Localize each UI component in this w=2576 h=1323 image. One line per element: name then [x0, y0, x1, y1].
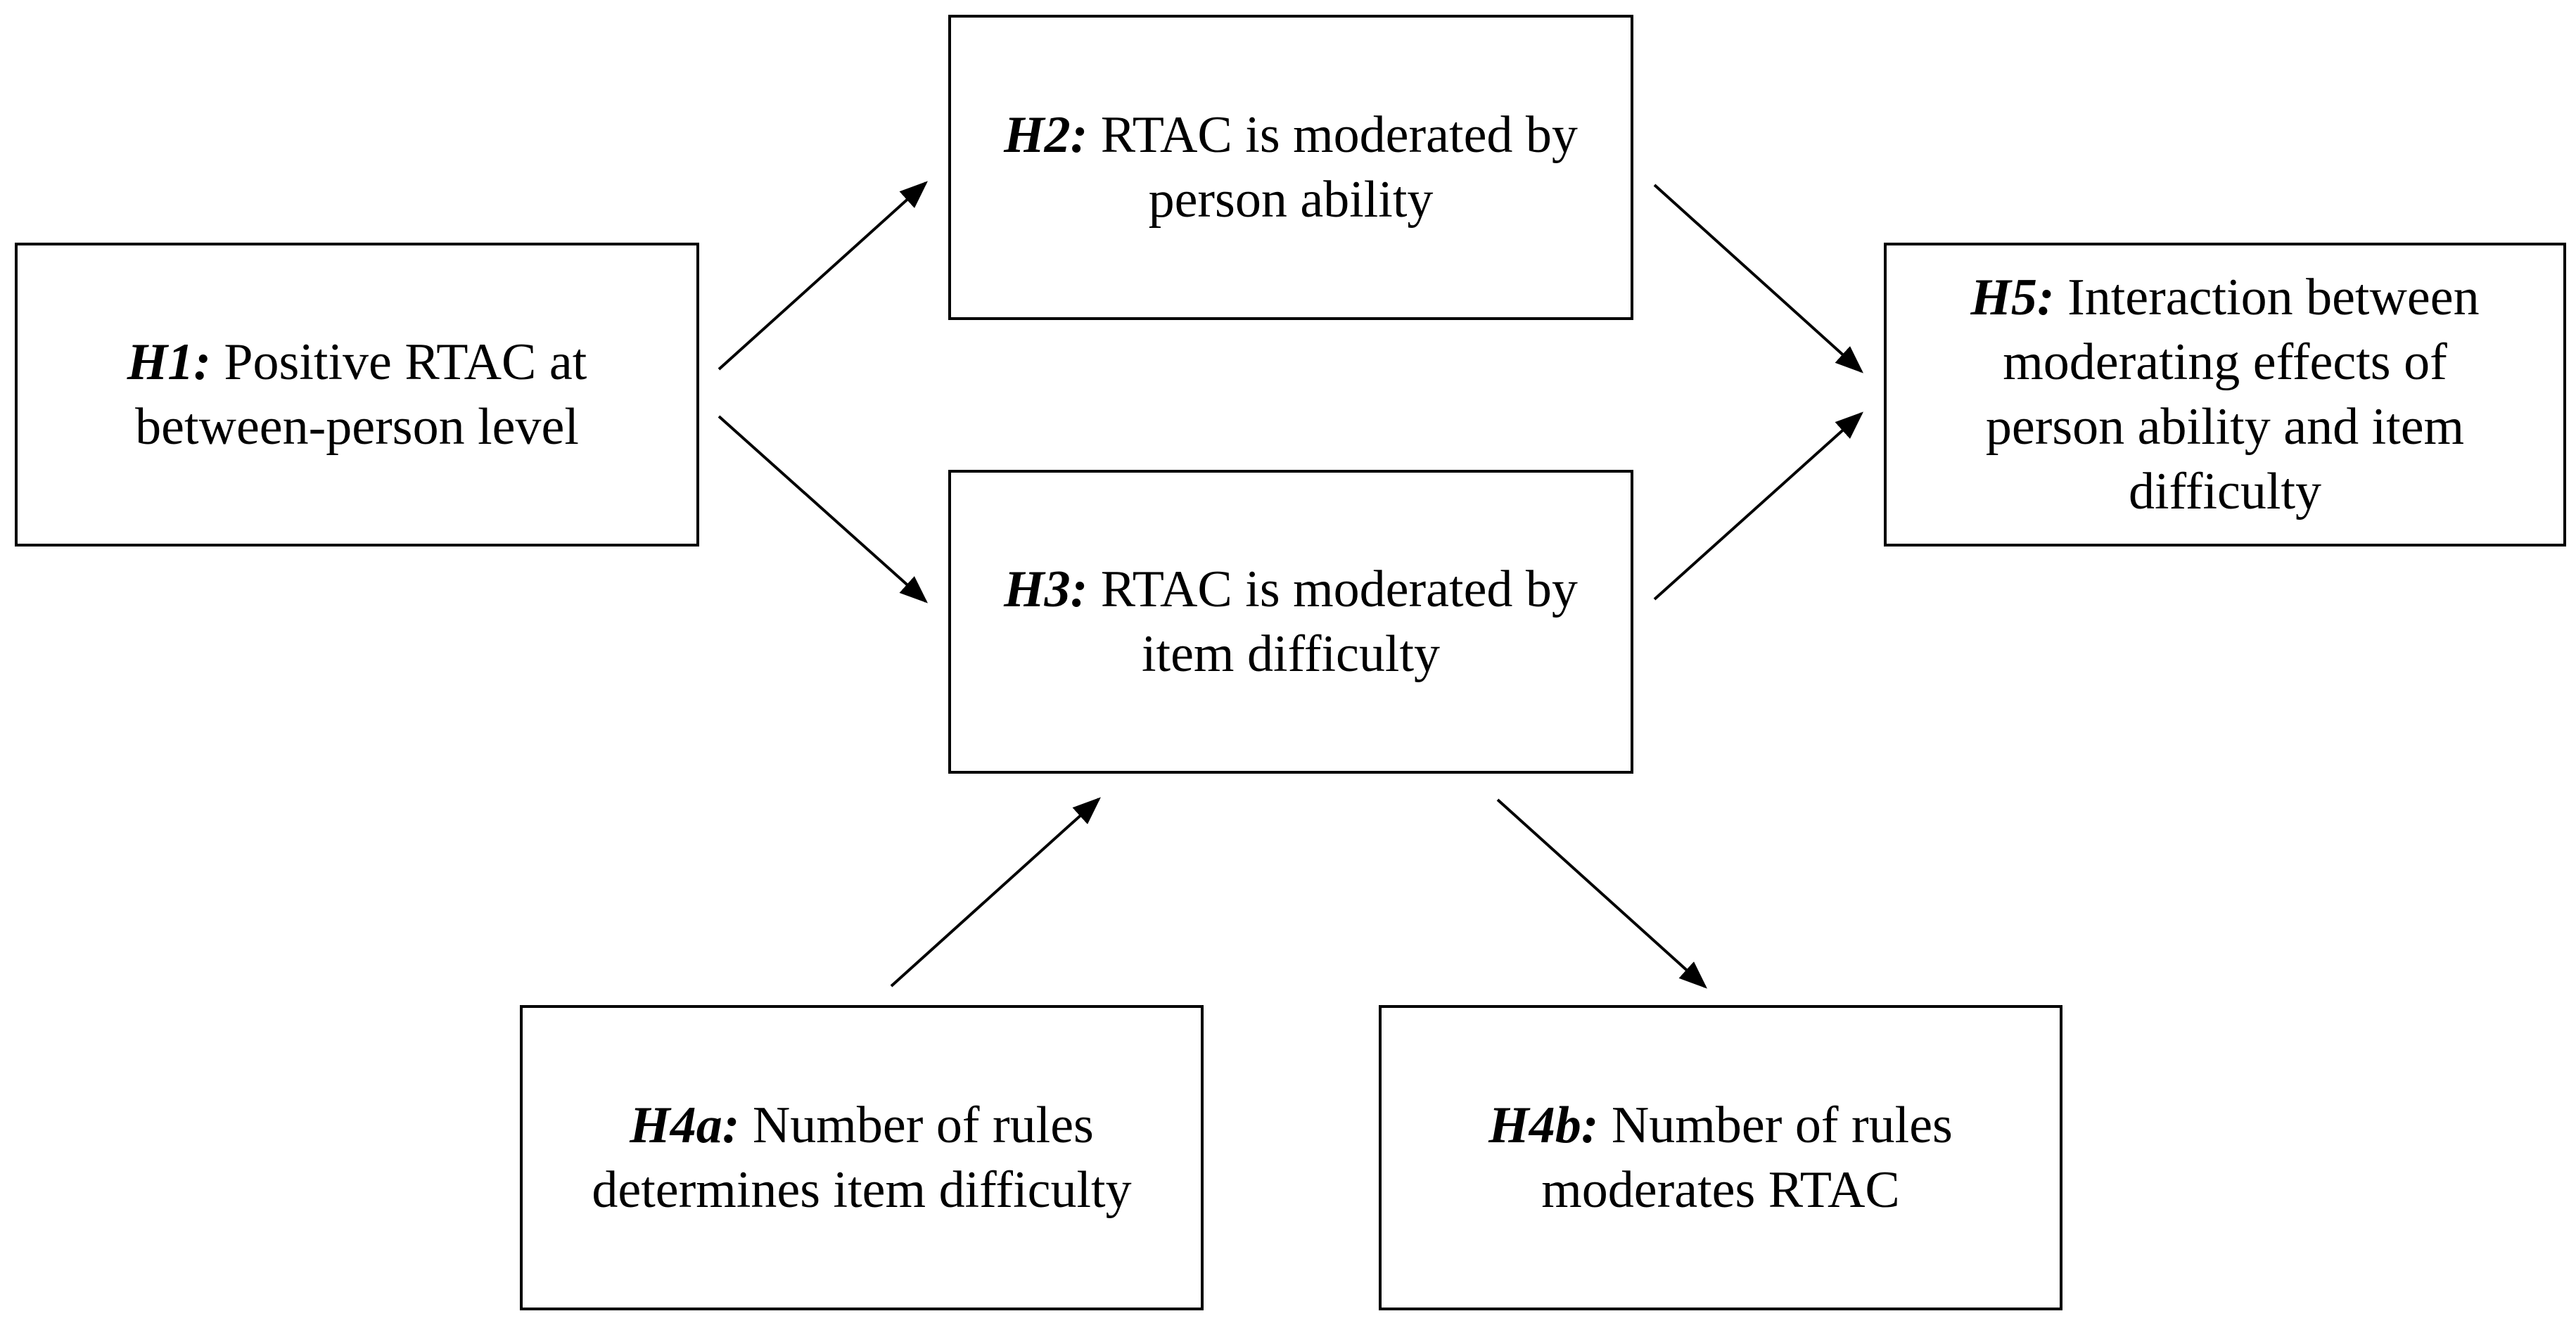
hypothesis-label-h4b: H4b: — [1488, 1097, 1599, 1154]
hypothesis-text-h5: H5: Interaction between moderating effec… — [1937, 265, 2513, 524]
hypothesis-label-h5: H5: — [1970, 269, 2055, 326]
hypothesis-statement-h4a: Number of rules determines item difficul… — [592, 1097, 1132, 1219]
arrow-h3-to-h4b — [1496, 798, 1707, 989]
hypothesis-text-h1: H1: Positive RTAC at between-person leve… — [90, 330, 625, 459]
hypothesis-label-h1: H1: — [127, 333, 211, 391]
hypothesis-text-h3: H3: RTAC is moderated by item difficulty — [1002, 557, 1579, 686]
hypothesis-box-h4a: H4a: Number of rules determines item dif… — [520, 1005, 1204, 1310]
arrow-h3-to-h5 — [1653, 411, 1863, 601]
hypothesis-statement-h2: RTAC is moderated by person ability — [1100, 106, 1578, 229]
hypothesis-box-h4b: H4b: Number of rules moderates RTAC — [1379, 1005, 2062, 1310]
hypothesis-text-h4b: H4b: Number of rules moderates RTAC — [1439, 1093, 2002, 1222]
arrow-h4a-to-h3 — [890, 797, 1101, 988]
hypothesis-label-h4a: H4a: — [630, 1097, 740, 1154]
hypothesis-box-h2: H2: RTAC is moderated by person ability — [948, 15, 1633, 320]
hypothesis-label-h2: H2: — [1004, 106, 1088, 164]
arrow-h2-to-h5 — [1653, 184, 1863, 373]
hypothesis-box-h1: H1: Positive RTAC at between-person leve… — [15, 243, 699, 547]
hypothesis-text-h2: H2: RTAC is moderated by person ability — [1002, 103, 1579, 232]
hypothesis-label-h3: H3: — [1004, 561, 1088, 618]
arrow-h1-to-h2 — [718, 181, 928, 371]
hypothesis-statement-h5: Interaction between moderating effects o… — [1985, 269, 2480, 520]
hypothesis-text-h4a: H4a: Number of rules determines item dif… — [545, 1093, 1178, 1222]
hypothesis-box-h3: H3: RTAC is moderated by item difficulty — [948, 470, 1633, 774]
arrow-h1-to-h3 — [718, 415, 928, 603]
hypothesis-statement-h1: Positive RTAC at between-person level — [135, 333, 587, 456]
hypothesis-statement-h4b: Number of rules moderates RTAC — [1541, 1097, 1953, 1219]
hypothesis-box-h5: H5: Interaction between moderating effec… — [1884, 243, 2566, 547]
hypothesis-statement-h3: RTAC is moderated by item difficulty — [1100, 561, 1578, 683]
